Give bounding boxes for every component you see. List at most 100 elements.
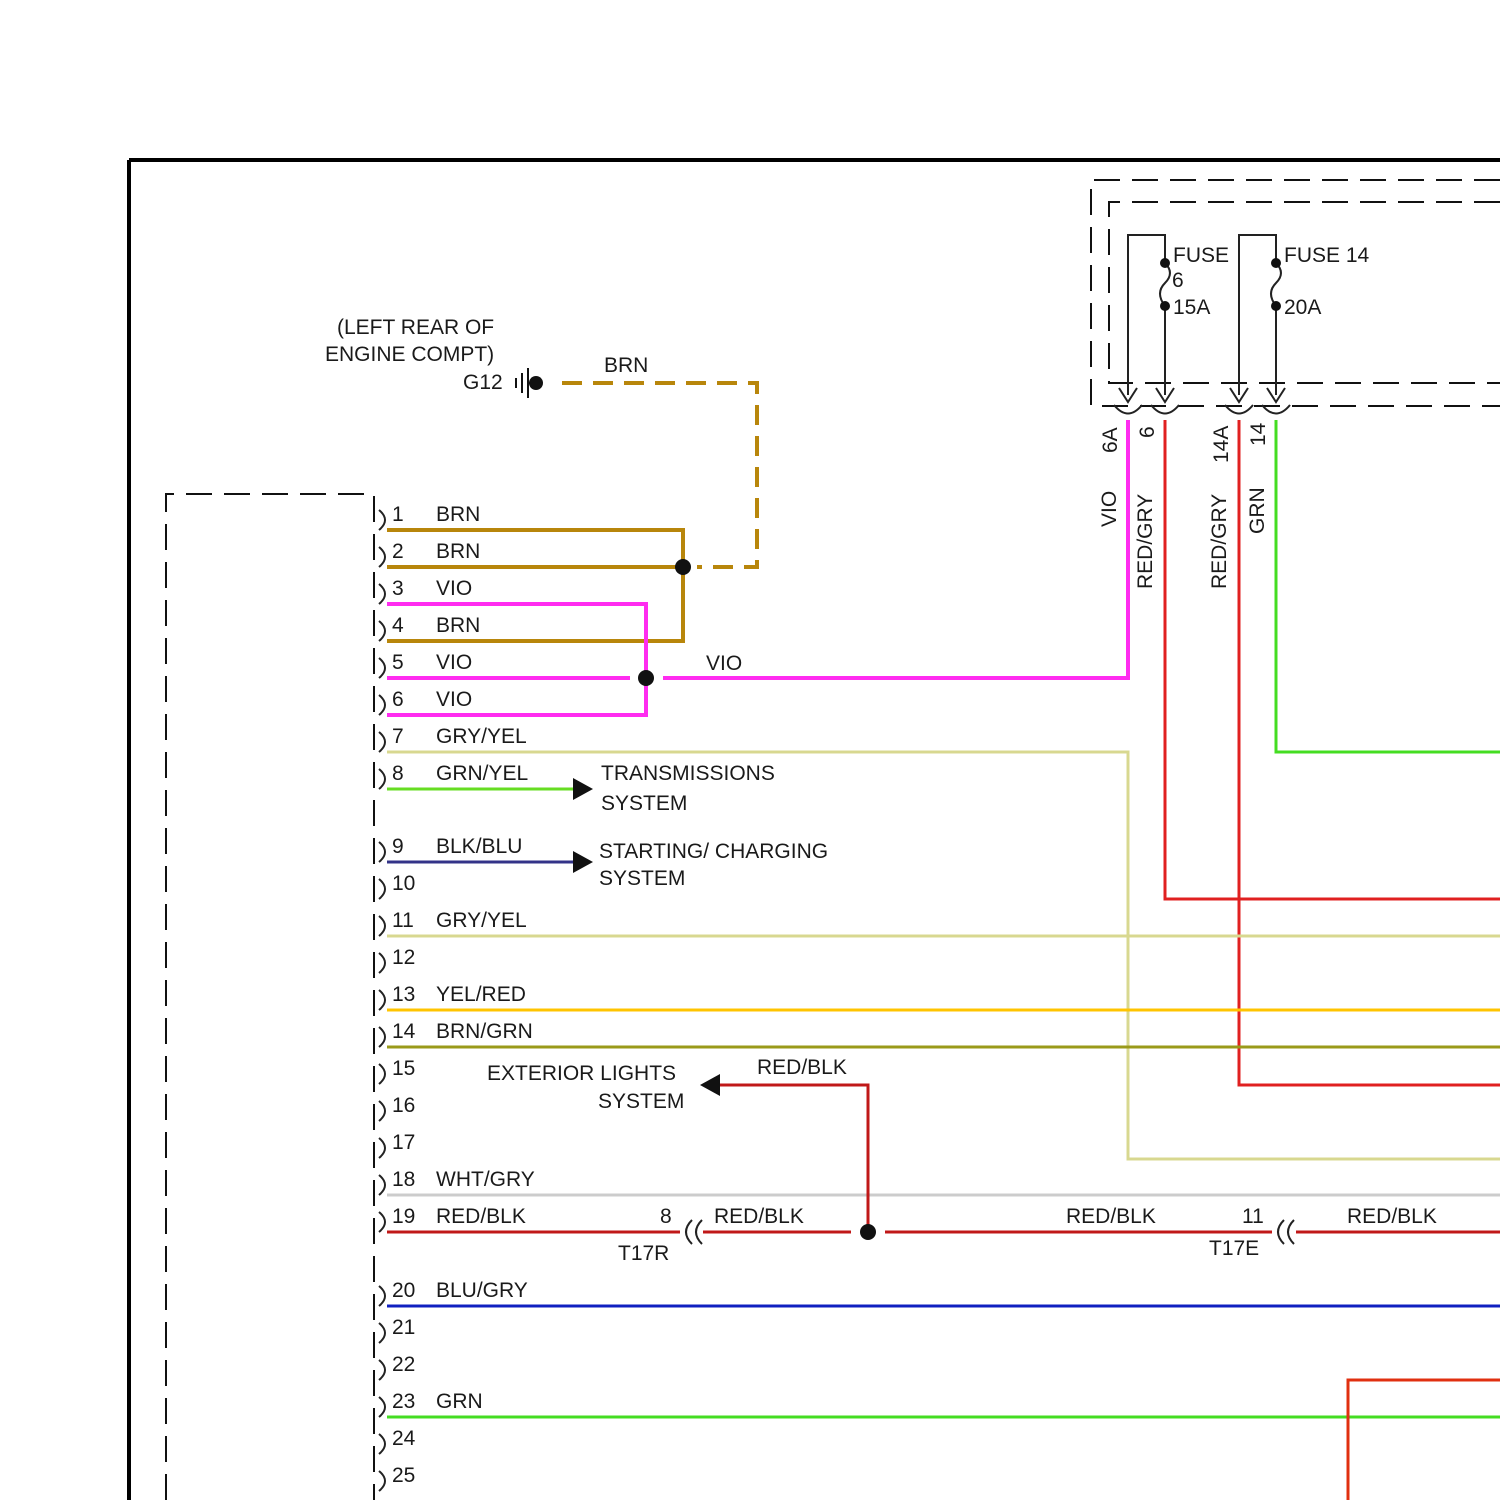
pin-16-terminal bbox=[379, 1101, 385, 1121]
pin-19-wire-label: RED/BLK bbox=[436, 1205, 526, 1228]
label-t17e-pin: 11 bbox=[1242, 1205, 1264, 1228]
splice-vio bbox=[638, 670, 654, 686]
wire-grn-fuse14 bbox=[1276, 420, 1500, 752]
label-vio-branch: VIO bbox=[706, 652, 742, 675]
fuse-14-rating: 20A bbox=[1284, 296, 1321, 319]
pin-13-number: 13 bbox=[392, 983, 415, 1006]
pin-3-wire-label: VIO bbox=[436, 577, 472, 600]
pin-9-wire-label: BLK/BLU bbox=[436, 835, 522, 858]
pin-19-terminal bbox=[379, 1212, 385, 1232]
wire-label-brn-ground: BRN bbox=[604, 354, 648, 377]
splice-red-blk bbox=[860, 1224, 876, 1240]
pin-24-terminal bbox=[379, 1434, 385, 1454]
pin-8-number: 8 bbox=[392, 762, 404, 785]
pin-3-number: 3 bbox=[392, 577, 404, 600]
pin-14-terminal bbox=[379, 1027, 385, 1047]
arrow-to-starting-charging bbox=[573, 851, 593, 873]
pin-13-wire-label: YEL/RED bbox=[436, 983, 526, 1006]
pin-12-number: 12 bbox=[392, 946, 415, 969]
label-t17r-pin: 8 bbox=[660, 1205, 672, 1228]
pin-8-wire-label: GRN/YEL bbox=[436, 762, 528, 785]
wire-label-red-gry-fuse6: RED/GRY bbox=[1134, 494, 1157, 589]
pin-1-wire-label: BRN bbox=[436, 503, 480, 526]
pin-20-number: 20 bbox=[392, 1279, 415, 1302]
pin-25-number: 25 bbox=[392, 1464, 415, 1487]
module-box bbox=[166, 494, 374, 1500]
pin-18-terminal bbox=[379, 1175, 385, 1195]
pin-22-number: 22 bbox=[392, 1353, 415, 1376]
pin-4-wire-label: BRN bbox=[436, 614, 480, 637]
wire-label-vio-vertical: VIO bbox=[1098, 491, 1121, 527]
pin-9-terminal bbox=[379, 842, 385, 862]
pin-12-terminal bbox=[379, 953, 385, 973]
label-red-blk-branch-up: RED/BLK bbox=[757, 1056, 847, 1079]
pin-11-terminal bbox=[379, 916, 385, 936]
pin-21-terminal bbox=[379, 1323, 385, 1343]
label-exterior-line2: SYSTEM bbox=[598, 1090, 684, 1113]
ground-id: G12 bbox=[463, 371, 503, 394]
pin-15-number: 15 bbox=[392, 1057, 415, 1080]
pin-10-number: 10 bbox=[392, 872, 415, 895]
pin-5-number: 5 bbox=[392, 651, 404, 674]
fuse-14-label: FUSE 14 bbox=[1284, 244, 1370, 267]
connector-t17e-symbol bbox=[1278, 1220, 1294, 1244]
pin-11-number: 11 bbox=[392, 909, 414, 932]
pin-18-wire-label: WHT/GRY bbox=[436, 1168, 535, 1191]
pin-17-number: 17 bbox=[392, 1131, 415, 1154]
pin-23-terminal bbox=[379, 1397, 385, 1417]
wire-label-red-gry-fuse14: RED/GRY bbox=[1208, 494, 1231, 589]
pin-3-terminal bbox=[379, 584, 385, 604]
pin-25-terminal bbox=[379, 1471, 385, 1491]
pin-22-terminal bbox=[379, 1360, 385, 1380]
fuse-pin-14: 14 bbox=[1247, 422, 1270, 446]
label-red-blk-after-t17r: RED/BLK bbox=[714, 1205, 804, 1228]
fuse-14-terminal-top bbox=[1271, 258, 1281, 268]
wire-gry-yel-pin7 bbox=[387, 752, 1500, 1159]
pin-8-terminal bbox=[379, 769, 385, 789]
label-transmission-line2: SYSTEM bbox=[601, 792, 687, 815]
pin-7-number: 7 bbox=[392, 725, 404, 748]
ground-location-line2: ENGINE COMPT) bbox=[325, 343, 494, 366]
wire-label-grn-fuse14: GRN bbox=[1246, 487, 1269, 534]
pin-20-terminal bbox=[379, 1286, 385, 1306]
label-starting-line2: SYSTEM bbox=[599, 867, 685, 890]
pin-18-number: 18 bbox=[392, 1168, 415, 1191]
fuse-6-number: 6 bbox=[1172, 269, 1184, 292]
ground-location-line1: (LEFT REAR OF bbox=[337, 316, 494, 339]
fuse-pin-6a: 6A bbox=[1099, 427, 1122, 453]
pin-6-number: 6 bbox=[392, 688, 404, 711]
pin-7-wire-label: GRY/YEL bbox=[436, 725, 527, 748]
label-t17r-id: T17R bbox=[618, 1242, 669, 1265]
pin-11-wire-label: GRY/YEL bbox=[436, 909, 527, 932]
label-transmission-line1: TRANSMISSIONS bbox=[601, 762, 775, 785]
fuse-14-terminal-bottom bbox=[1271, 301, 1281, 311]
pin-9-number: 9 bbox=[392, 835, 404, 858]
pin-10-terminal bbox=[379, 879, 385, 899]
pin-4-number: 4 bbox=[392, 614, 404, 637]
pin-24-number: 24 bbox=[392, 1427, 416, 1450]
pin-16-number: 16 bbox=[392, 1094, 415, 1117]
splice-brn bbox=[675, 559, 691, 575]
arrow-to-transmission bbox=[573, 778, 593, 800]
pin-14-wire-label: BRN/GRN bbox=[436, 1020, 533, 1043]
pin-5-terminal bbox=[379, 658, 385, 678]
arrow-to-exterior-lights bbox=[700, 1074, 720, 1096]
pin-21-number: 21 bbox=[392, 1316, 415, 1339]
pin-4-terminal bbox=[379, 621, 385, 641]
pin-23-number: 23 bbox=[392, 1390, 415, 1413]
label-starting-line1: STARTING/ CHARGING bbox=[599, 840, 828, 863]
fuse-pin-6: 6 bbox=[1136, 426, 1159, 438]
pin-15-terminal bbox=[379, 1064, 385, 1084]
pin-6-terminal bbox=[379, 695, 385, 715]
fuse-box bbox=[1091, 180, 1500, 406]
pin-20-wire-label: BLU/GRY bbox=[436, 1279, 528, 1302]
fuse-6-rating: 15A bbox=[1173, 296, 1210, 319]
wire-vio-to-fuse6 bbox=[663, 420, 1128, 678]
ground-terminal bbox=[529, 376, 543, 390]
wire-red-bottom-right bbox=[1348, 1380, 1500, 1500]
fuse-pin-14a: 14A bbox=[1210, 426, 1233, 463]
pin-2-wire-label: BRN bbox=[436, 540, 480, 563]
pin-13-terminal bbox=[379, 990, 385, 1010]
